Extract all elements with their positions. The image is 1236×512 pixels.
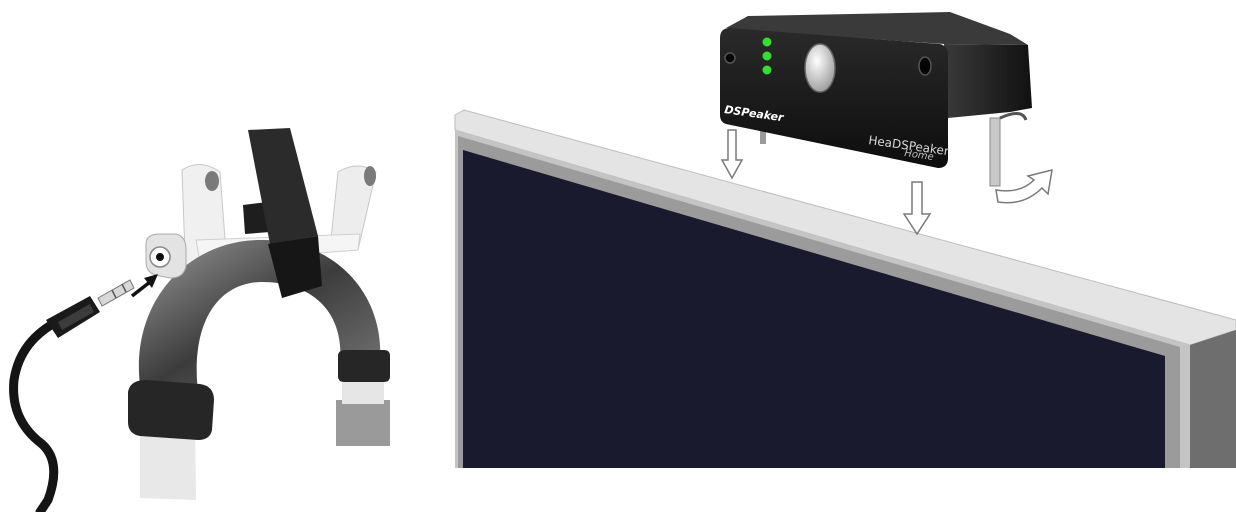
- television: [455, 110, 1236, 468]
- headset-pad-right-lower: [336, 400, 390, 446]
- tv-right-side: [1190, 330, 1236, 468]
- device-side: [944, 44, 1032, 118]
- led-indicator-2: [763, 52, 772, 61]
- mount-bracket-right: [990, 118, 1000, 186]
- headset: [128, 128, 390, 500]
- arrow-insert-icon: [132, 274, 158, 296]
- arrow-curved-icon: [996, 170, 1052, 203]
- arrow-down-icon: [904, 182, 930, 234]
- cable-plug-tip: [98, 280, 134, 306]
- post-right-hole: [364, 166, 376, 186]
- audio-cable: [14, 280, 134, 512]
- power-button[interactable]: [805, 44, 835, 92]
- headset-pad-left: [128, 380, 214, 440]
- post-left-hole: [205, 171, 219, 191]
- mount-bracket-hook: [1000, 113, 1026, 120]
- headspeaker-device: DSPeaker HeaDSPeaker Home: [720, 12, 1032, 186]
- arrow-down-icon: [722, 130, 742, 178]
- headset-pad-right: [338, 350, 390, 382]
- audio-jack-socket[interactable]: [146, 234, 186, 278]
- led-indicator-1: [763, 38, 772, 47]
- cable-wire: [14, 320, 60, 512]
- screw-hole-right: [919, 57, 931, 75]
- screw-hole-left: [725, 53, 735, 63]
- led-indicator-3: [763, 66, 772, 75]
